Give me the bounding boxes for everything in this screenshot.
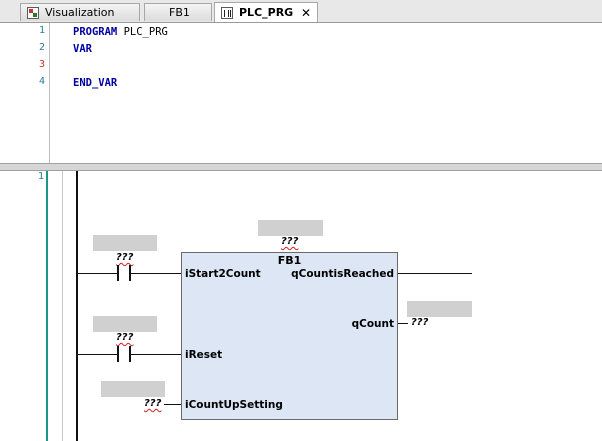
tab-label: Visualization — [45, 6, 115, 19]
network-selection-bar — [46, 171, 48, 441]
wire — [398, 323, 408, 324]
left-power-rail — [76, 171, 78, 441]
input-variable-field[interactable] — [101, 381, 165, 397]
network-gutter-line — [62, 171, 63, 441]
editor-splitter[interactable] — [0, 163, 602, 171]
ladder-network-editor[interactable]: 1 ??? FB1 iStart2Count qCountisReached q… — [0, 171, 602, 441]
wire — [77, 273, 117, 274]
wire — [164, 404, 181, 405]
tab-plc-prg[interactable]: PLC_PRG ✕ — [214, 2, 318, 22]
gutter-divider — [49, 23, 50, 163]
contact-variable-field[interactable] — [93, 235, 157, 251]
program-icon — [221, 6, 233, 19]
editor-tab-bar: Visualization FB1 PLC_PRG ✕ — [0, 0, 602, 100]
line-number: 3 — [38, 59, 45, 70]
line-number-gutter: 1 2 3 4 — [0, 23, 49, 163]
output-pin-qcountisreached: qCountisReached — [291, 268, 394, 280]
visualization-icon — [27, 6, 39, 19]
network-number: 1 — [38, 171, 45, 182]
contact-variable-field[interactable] — [93, 316, 157, 332]
contact-istart2count[interactable] — [117, 265, 131, 281]
input-pin-istart2count: iStart2Count — [185, 268, 261, 280]
output-variable-unresolved[interactable]: ??? — [411, 317, 429, 328]
declaration-editor[interactable]: 1 2 3 4 PROGRAM PLC_PRG VAR END_VAR — [0, 23, 602, 163]
keyword: PROGRAM — [73, 26, 118, 38]
close-icon[interactable]: ✕ — [300, 5, 311, 20]
contact-variable-unresolved[interactable]: ??? — [116, 332, 134, 343]
keyword: VAR — [73, 43, 92, 55]
keyword: END_VAR — [73, 77, 118, 89]
input-pin-icountupsetting: iCountUpSetting — [185, 399, 283, 411]
code-line[interactable]: PROGRAM PLC_PRG — [73, 26, 168, 38]
wire — [77, 354, 117, 355]
wire — [131, 273, 181, 274]
output-wire-qcountisreached — [398, 273, 472, 274]
line-number: 4 — [38, 76, 45, 87]
identifier: PLC_PRG — [117, 26, 168, 38]
tab-label: PLC_PRG — [239, 6, 294, 19]
code-line[interactable]: VAR — [73, 43, 92, 55]
tab-fb1[interactable]: FB1 — [144, 3, 344, 100]
input-variable-unresolved[interactable]: ??? — [144, 398, 162, 409]
wire — [131, 354, 181, 355]
contact-ireset[interactable] — [117, 346, 131, 362]
fb-instance-unresolved[interactable]: ??? — [281, 236, 299, 247]
line-number: 2 — [38, 42, 45, 53]
code-line[interactable]: END_VAR — [73, 77, 117, 89]
function-block-fb1[interactable]: FB1 iStart2Count qCountisReached qCount … — [181, 252, 398, 420]
tab-visualization[interactable]: Visualization — [20, 3, 140, 21]
output-variable-field[interactable] — [407, 301, 472, 317]
output-pin-qcount: qCount — [351, 318, 394, 330]
contact-variable-unresolved[interactable]: ??? — [116, 252, 134, 263]
tab-label: FB1 — [169, 6, 190, 19]
input-pin-ireset: iReset — [185, 349, 223, 361]
line-number: 1 — [38, 25, 45, 36]
fb-type-label: FB1 — [277, 254, 302, 267]
fb-instance-name-field[interactable] — [258, 220, 323, 236]
